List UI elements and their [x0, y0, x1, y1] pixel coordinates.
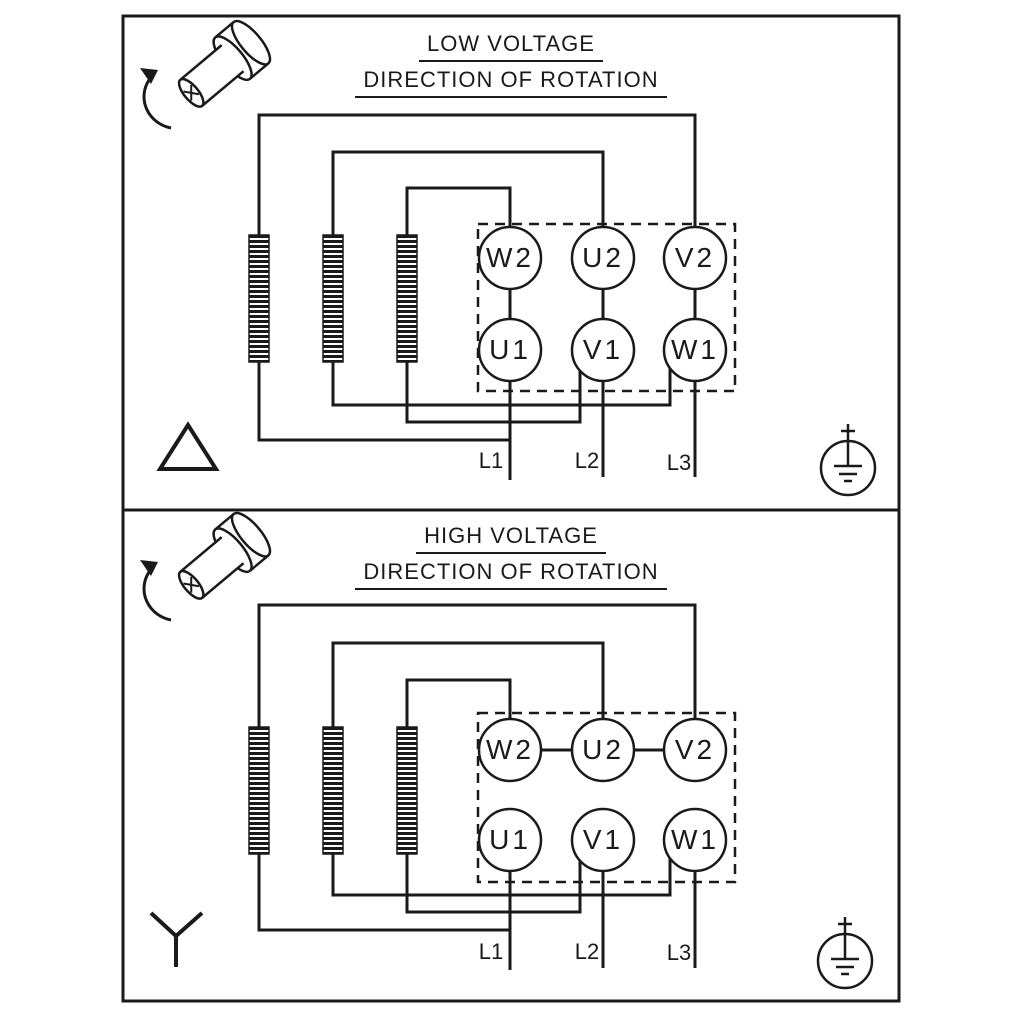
wire: [257, 113, 697, 258]
terminal-circle: [662, 317, 728, 383]
terminal-circles: [477, 225, 728, 383]
high-voltage-title-text: HIGH VOLTAGE: [416, 523, 606, 554]
wire: [405, 840, 582, 914]
winding-coil: [396, 234, 418, 363]
line-label-l3: L3: [666, 940, 692, 965]
terminal-circle: [662, 225, 728, 291]
winding-coil: [396, 726, 418, 855]
star-symbol-icon: [149, 911, 204, 967]
wire: [331, 840, 672, 897]
terminal-circle: [477, 807, 543, 873]
terminal-circle: [570, 317, 636, 383]
winding-coil: [248, 726, 270, 855]
winding-coil: [322, 726, 344, 855]
terminal-box: [476, 711, 737, 884]
terminal-circle: [570, 225, 636, 291]
high-voltage-subtitle-text: DIRECTION OF ROTATION: [355, 559, 667, 590]
earth-ground-icon: [819, 422, 877, 497]
wire: [331, 641, 605, 750]
line-label-l2: L2: [574, 939, 600, 964]
winding-coil: [248, 234, 270, 363]
wire: [331, 350, 672, 407]
high-voltage-title: HIGH VOLTAGE: [122, 523, 900, 554]
delta-symbol-icon: [156, 421, 220, 471]
wire: [405, 678, 512, 750]
earth-ground-icon: [816, 915, 874, 990]
terminal-label-v2: V2: [674, 734, 716, 765]
line-label-l1: L1: [478, 448, 504, 473]
terminal-circle: [570, 717, 636, 783]
terminal-label-v1: V1: [582, 824, 624, 855]
low-voltage-title-text: LOW VOLTAGE: [419, 31, 603, 62]
panel-low-voltage: [121, 14, 901, 512]
terminal-label-u2: U2: [582, 734, 624, 765]
terminal-label-w1: W1: [671, 334, 719, 365]
line-label-l1: L1: [478, 939, 504, 964]
low-voltage-title: LOW VOLTAGE: [122, 31, 900, 62]
terminal-circle: [662, 717, 728, 783]
panel-high-voltage: [121, 506, 901, 1003]
terminal-label-w2: W2: [486, 242, 534, 273]
wire: [405, 186, 512, 258]
wire: [257, 603, 697, 750]
high-voltage-subtitle: DIRECTION OF ROTATION: [122, 559, 900, 590]
wire: [257, 362, 510, 442]
terminal-label-u2: U2: [582, 242, 624, 273]
wire: [331, 150, 605, 258]
terminal-label-v2: V2: [674, 242, 716, 273]
terminal-circle: [477, 717, 543, 783]
wire: [257, 854, 510, 932]
terminal-circles: [477, 717, 728, 873]
terminal-box: [476, 222, 737, 393]
wire: [405, 350, 582, 424]
low-voltage-subtitle-text: DIRECTION OF ROTATION: [355, 67, 667, 98]
panel-border: [121, 508, 901, 1003]
low-voltage-subtitle: DIRECTION OF ROTATION: [122, 67, 900, 98]
line-label-l3: L3: [666, 450, 692, 475]
terminal-label-w2: W2: [486, 734, 534, 765]
terminal-label-v1: V1: [582, 334, 624, 365]
terminal-circle: [662, 807, 728, 873]
terminal-circle: [477, 225, 543, 291]
line-label-l2: L2: [574, 448, 600, 473]
winding-coil: [322, 234, 344, 363]
terminal-label-w1: W1: [671, 824, 719, 855]
terminal-label-u1: U1: [489, 334, 531, 365]
terminal-label-u1: U1: [489, 824, 531, 855]
terminal-circle: [570, 807, 636, 873]
terminal-circle: [477, 317, 543, 383]
